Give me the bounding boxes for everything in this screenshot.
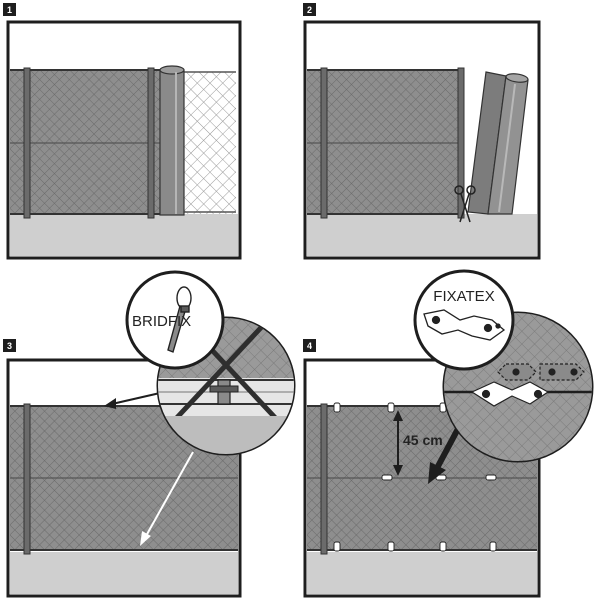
step-1-wire-mesh [184,72,236,214]
step-3-ground [10,552,238,594]
step-1-post [23,67,31,219]
measurement-arrow [393,410,403,476]
step-1-number: 1 [7,5,12,15]
measurement-label: 45 cm [403,432,443,448]
step-4-ground [307,552,537,594]
step-1-panel: 1 [3,3,242,260]
step-2-post [320,67,328,219]
clip-markers [333,402,497,552]
arrow-icon [104,392,161,409]
cable-tie-icon [167,286,192,353]
step-2-roll [467,71,529,215]
fixatex-label: FIXATEX [433,288,494,305]
step-2-panel: 2 [303,3,541,260]
fixatex-clip-icon [423,309,506,341]
arrow-icon [428,423,463,484]
step-4-post [320,403,328,555]
arrow-icon [140,451,194,546]
step-3-badge [3,339,16,352]
scissors-icon [454,185,476,223]
bridfix-callout: BRIDFIX [125,270,225,370]
step-1-roll [159,65,185,216]
step-1-badge [3,3,16,16]
step-4-panel: 4 45 cm [303,269,594,598]
step-1-post [147,67,155,219]
fixatex-callout: FIXATEX [413,269,515,371]
step-2-badge [303,3,316,16]
step-2-ground [307,214,537,256]
step-1-ground [10,214,238,256]
step-3-number: 3 [7,341,12,351]
step-4-number: 4 [307,341,312,351]
clip-icon [470,363,585,407]
step-3-post [23,403,31,555]
step-4-badge [303,339,316,352]
step-2-number: 2 [307,5,312,15]
bridfix-label: BRIDFIX [132,313,191,330]
step-3-panel: 3 [3,270,296,598]
